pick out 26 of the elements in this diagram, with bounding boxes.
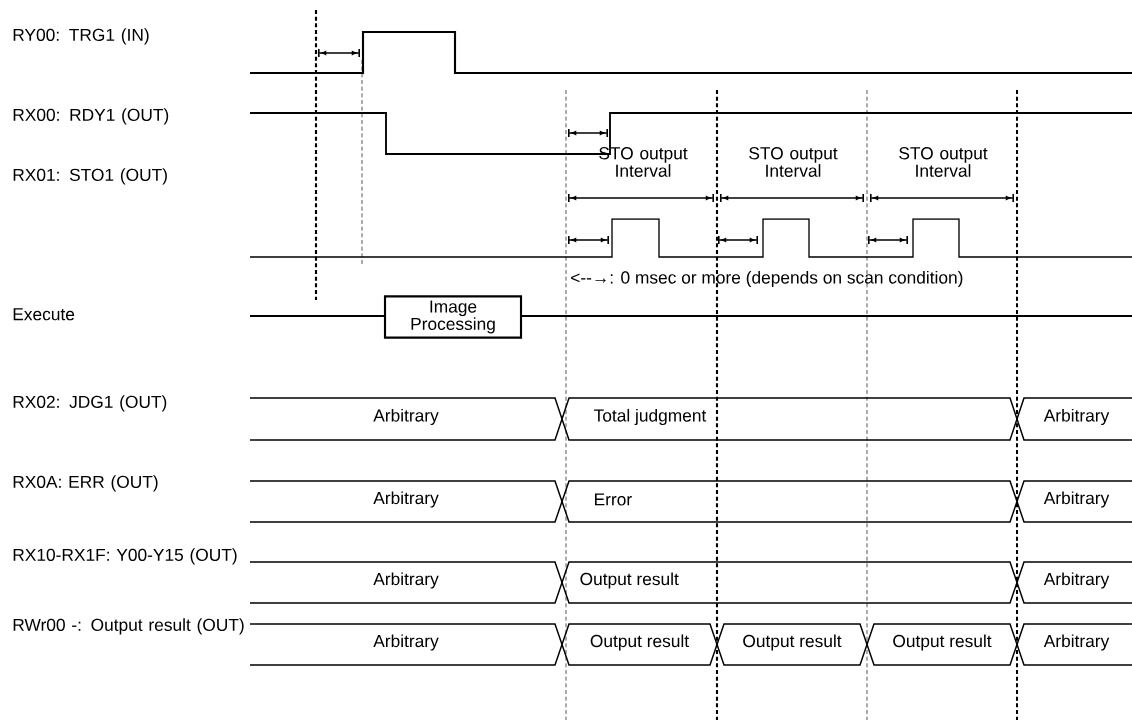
dimension-label: STO output Interval: [749, 147, 838, 177]
bus-segment: Arbitrary: [1016, 397, 1132, 441]
signal-label: Execute: [13, 308, 75, 321]
bus-segment: Output result: [561, 623, 718, 666]
signal-label: RY00: TRG1 (IN): [13, 28, 149, 45]
bus-segment: Output result: [866, 623, 1018, 666]
signal-label: RWr00 -: Output result (OUT): [13, 618, 244, 635]
signal-label: RX00: RDY1 (OUT): [13, 108, 169, 125]
signal-label: RX10-RX1F: Y00-Y15 (OUT): [13, 548, 237, 565]
bus-segment: Arbitrary: [249, 623, 563, 666]
bus-segment: Error: [561, 480, 1018, 523]
bus-segment: Arbitrary: [1016, 561, 1132, 604]
bus-segment: Output result: [716, 623, 868, 666]
bus-segment: Arbitrary: [1016, 480, 1132, 523]
signal-label: RX02: JDG1 (OUT): [13, 395, 167, 412]
bus-segment: Arbitrary: [249, 480, 563, 523]
bus-segment: Arbitrary: [249, 397, 563, 441]
bus-segment: Arbitrary: [1016, 623, 1132, 666]
dimension-label: STO output Interval: [899, 147, 988, 177]
bus-segment: Total judgment: [561, 397, 1018, 441]
signal-label: RX01: STO1 (OUT): [13, 168, 167, 185]
process-box: Image Processing: [383, 295, 523, 339]
bus-segment: Arbitrary: [249, 561, 563, 604]
bus-segment: Output result: [561, 561, 1018, 604]
signal-label: RX0A: ERR (OUT): [13, 475, 158, 492]
note-text: <--→: 0 msec or more (depends on scan condition): [571, 270, 963, 288]
